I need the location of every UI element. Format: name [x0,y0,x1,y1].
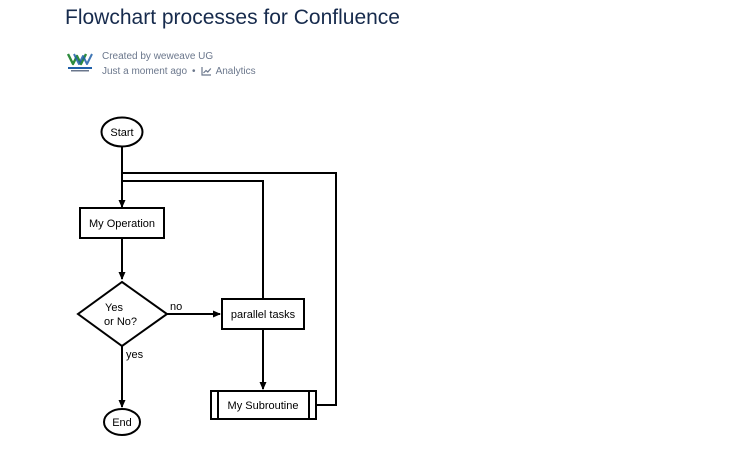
node-operation-label: My Operation [89,218,155,230]
node-parallel-tasks-label: parallel tasks [231,309,296,321]
analytics-link[interactable]: Analytics [200,65,256,79]
node-decision-label-line1: Yes [105,302,123,314]
node-subroutine[interactable]: My Subroutine [210,390,317,420]
connector-subroutine-loop [122,172,337,406]
connector-parallel-loop [122,180,264,298]
analytics-label: Analytics [215,65,256,77]
node-subroutine-label: My Subroutine [228,400,299,412]
node-operation[interactable]: My Operation [79,207,165,239]
node-end-label: End [112,417,132,429]
byline-meta: Created by weweave UG Just a moment ago … [102,49,256,79]
page-byline: Created by weweave UG Just a moment ago … [66,49,366,81]
timestamp-link[interactable]: Just a moment ago [102,65,188,77]
node-decision[interactable]: Yes or No? [76,280,169,348]
page-title: Flowchart processes for Confluence [65,6,400,29]
analytics-icon [200,66,211,76]
node-start-label: Start [110,127,133,139]
node-decision-label-line2: or No? [104,316,137,328]
edge-label-no: no [170,301,182,313]
weweave-logo-icon [66,53,93,72]
avatar[interactable] [66,51,94,75]
created-by-link[interactable]: Created by weweave UG [102,50,214,62]
byline-separator: • [192,65,196,77]
node-parallel-tasks[interactable]: parallel tasks [221,298,305,330]
edge-label-yes: yes [126,349,144,361]
node-end[interactable]: End [103,408,141,436]
node-start[interactable]: Start [100,116,144,148]
